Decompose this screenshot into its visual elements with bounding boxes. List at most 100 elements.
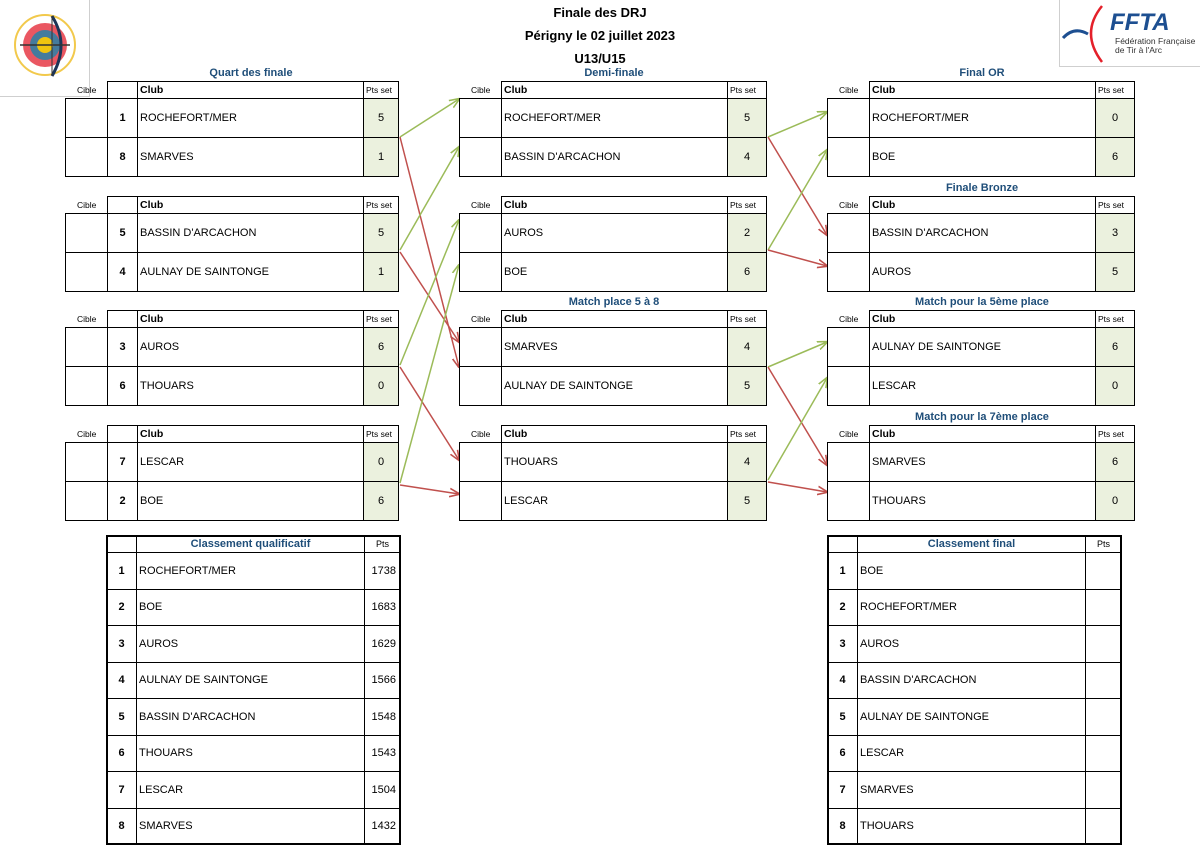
- category-label: U13/U15: [574, 51, 626, 66]
- pts-set-header: Pts set: [727, 310, 767, 328]
- club-header: Club: [137, 310, 364, 328]
- target-cell: [459, 213, 502, 253]
- seed-number: 5: [107, 213, 138, 253]
- section-title-bronze-final: Finale Bronze: [945, 182, 1019, 194]
- section-title-place-5-8: Match place 5 à 8: [568, 296, 660, 308]
- target-cell: [459, 327, 502, 367]
- section-title-quarter-finals: Quart des finale: [209, 67, 293, 79]
- winner-arrow-11: [767, 150, 827, 251]
- ffta-logo: FFTA Fédération Française de Tir à l'Arc: [1059, 0, 1200, 67]
- target-cell: [459, 137, 502, 177]
- rank-number: 7: [827, 771, 858, 809]
- club-name: ROCHEFORT/MER: [137, 98, 364, 138]
- rank-club: ROCHEFORT/MER: [857, 588, 1086, 626]
- cible-label: Cible: [471, 429, 491, 439]
- club-name: SMARVES: [137, 137, 364, 177]
- seed-number: 6: [107, 366, 138, 406]
- set-points: 1: [363, 137, 399, 177]
- club-name: AUROS: [137, 327, 364, 367]
- club-header: Club: [501, 196, 728, 214]
- rank-number: 3: [827, 625, 858, 663]
- set-points: 0: [363, 442, 399, 482]
- target-cell: [827, 252, 870, 292]
- club-name: AULNAY DE SAINTONGE: [869, 327, 1096, 367]
- target-cell: [459, 252, 502, 292]
- target-cell: [65, 252, 108, 292]
- set-points: 0: [363, 366, 399, 406]
- target-cell: [65, 481, 108, 521]
- winner-arrow-9: [767, 112, 827, 138]
- target-cell: [65, 137, 108, 177]
- rank-club: SMARVES: [136, 807, 365, 845]
- set-points: 5: [1095, 252, 1135, 292]
- club-name: LESCAR: [501, 481, 728, 521]
- cible-label: Cible: [77, 85, 97, 95]
- points-header: Pts: [364, 535, 401, 553]
- seed-number: 2: [107, 481, 138, 521]
- rank-number: 5: [106, 698, 137, 736]
- pts-set-header: Pts set: [1095, 81, 1135, 99]
- number-header-cell: [107, 310, 138, 328]
- target-cell: [827, 213, 870, 253]
- rank-points: [1085, 552, 1122, 590]
- rank-club: AULNAY DE SAINTONGE: [857, 698, 1086, 736]
- club-header: Club: [137, 425, 364, 443]
- target-cell: [65, 366, 108, 406]
- set-points: 5: [727, 366, 767, 406]
- club-name: BOE: [501, 252, 728, 292]
- cible-label: Cible: [839, 85, 859, 95]
- rank-points: 1548: [364, 698, 401, 736]
- target-cell: [65, 213, 108, 253]
- rank-club: BOE: [857, 552, 1086, 590]
- rank-number: 3: [106, 625, 137, 663]
- rank-club: BOE: [136, 588, 365, 626]
- rank-number: 5: [827, 698, 858, 736]
- set-points: 6: [1095, 137, 1135, 177]
- target-cell: [827, 366, 870, 406]
- rank-club: AUROS: [857, 625, 1086, 663]
- rank-club: THOUARS: [857, 807, 1086, 845]
- section-title-semi-finals: Demi-finale: [584, 67, 644, 79]
- loser-arrow-6: [399, 366, 459, 460]
- pts-set-header: Pts set: [363, 310, 399, 328]
- rank-club: LESCAR: [857, 734, 1086, 772]
- rank-points: [1085, 698, 1122, 736]
- winner-arrow-1: [399, 99, 459, 138]
- rank-club: LESCAR: [136, 771, 365, 809]
- rank-club: BASSIN D'ARCACHON: [136, 698, 365, 736]
- set-points: 5: [363, 213, 399, 253]
- ranking-title: Classement qualificatif: [136, 535, 365, 553]
- loser-arrow-14: [767, 366, 827, 465]
- club-name: AULNAY DE SAINTONGE: [137, 252, 364, 292]
- loser-arrow-10: [767, 136, 827, 235]
- cible-label: Cible: [839, 200, 859, 210]
- club-header: Club: [501, 310, 728, 328]
- rank-number: 8: [106, 807, 137, 845]
- club-header: Club: [501, 425, 728, 443]
- target-cell: [459, 366, 502, 406]
- rank-points: 1629: [364, 625, 401, 663]
- club-name: LESCAR: [869, 366, 1096, 406]
- rank-points: 1432: [364, 807, 401, 845]
- rank-points: [1085, 661, 1122, 699]
- rank-number: 1: [106, 552, 137, 590]
- rank-header-blank: [106, 535, 137, 553]
- club-name: AUROS: [869, 252, 1096, 292]
- pts-set-header: Pts set: [1095, 196, 1135, 214]
- rank-club: ROCHEFORT/MER: [136, 552, 365, 590]
- club-header: Club: [869, 310, 1096, 328]
- winner-arrow-15: [767, 378, 827, 481]
- page-subtitle: Périgny le 02 juillet 2023: [524, 28, 676, 43]
- winner-arrow-7: [399, 265, 459, 484]
- loser-arrow-16: [767, 481, 827, 492]
- loser-arrow-2: [399, 136, 459, 367]
- points-header: Pts: [1085, 535, 1122, 553]
